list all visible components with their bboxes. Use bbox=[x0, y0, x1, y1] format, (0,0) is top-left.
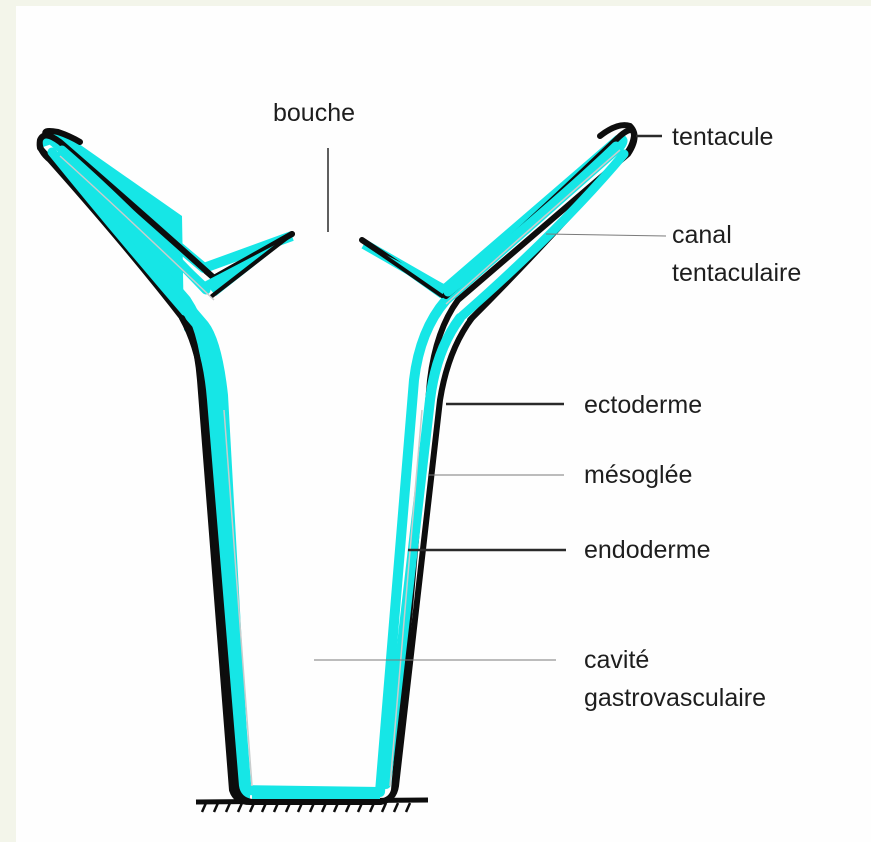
endoderm-band bbox=[46, 140, 623, 792]
label-bouche: bouche bbox=[273, 98, 355, 128]
label-canal: canal bbox=[672, 220, 732, 250]
body-wall-left bbox=[47, 132, 292, 800]
label-tentacule: tentacule bbox=[672, 122, 773, 152]
label-cavite: cavité bbox=[584, 645, 649, 675]
tentacle-right bbox=[362, 130, 634, 320]
label-mesoglee: mésoglée bbox=[584, 460, 692, 490]
label-tentaculaire: tentaculaire bbox=[672, 258, 801, 288]
label-ectoderme: ectoderme bbox=[584, 390, 702, 420]
label-gastrovasculaire: gastrovasculaire bbox=[584, 683, 766, 713]
label-endoderme: endoderme bbox=[584, 535, 710, 565]
